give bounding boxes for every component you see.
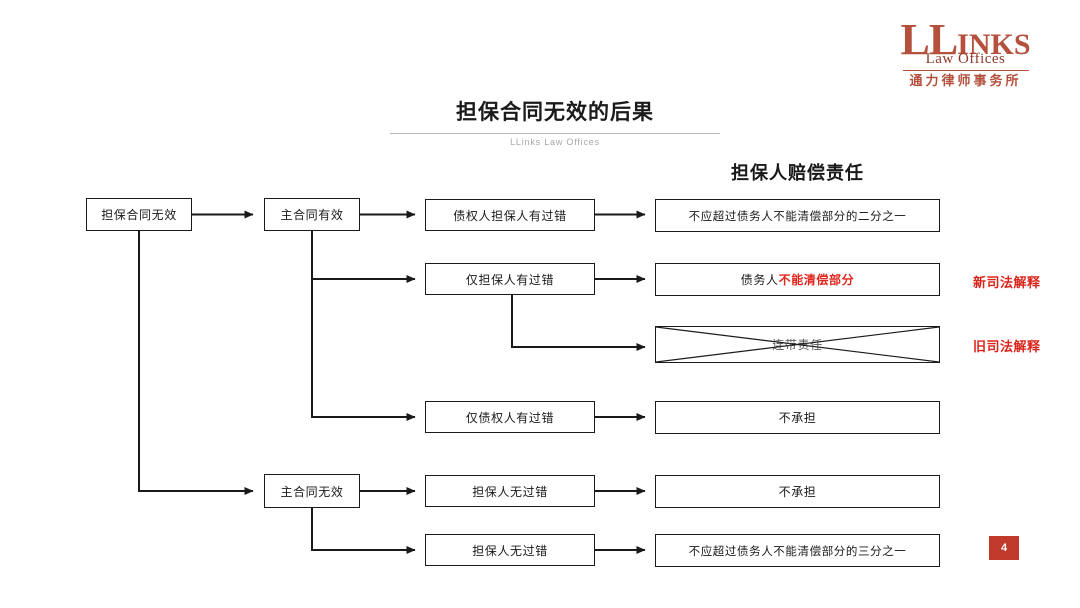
node-result-unpaid-portion[interactable]: 债务人不能清偿部分 — [655, 263, 940, 296]
page-number-badge: 4 — [989, 536, 1019, 560]
annotation-old-interpretation: 旧司法解释 — [973, 340, 1041, 355]
title-subtitle: LLinks Law Offices — [510, 137, 600, 148]
node-fault-creditor-only[interactable]: 仅债权人有过错 — [425, 401, 595, 433]
node-main-contract-valid[interactable]: 主合同有效 — [264, 198, 360, 231]
column-heading-liability: 担保人赔偿责任 — [731, 163, 864, 184]
llinks-logo: LLINKS Law Offices 通力律师事务所 — [893, 18, 1038, 89]
logo-inks: INKS — [957, 28, 1031, 61]
title-block: 担保合同无效的后果 LLinks Law Offices — [390, 100, 720, 147]
node-fault-guarantor-only[interactable]: 仅担保人有过错 — [425, 263, 595, 295]
node-result-no-liability-2[interactable]: 不承担 — [655, 475, 940, 508]
result-unpaid-prefix: 债务人 — [740, 273, 779, 287]
node-guarantor-no-fault-2[interactable]: 担保人无过错 — [425, 534, 595, 566]
node-guarantor-no-fault-1[interactable]: 担保人无过错 — [425, 475, 595, 507]
result-joint-liability-label: 连带责任 — [772, 338, 823, 352]
result-unpaid-highlight: 不能清偿部分 — [778, 273, 855, 287]
node-result-half-of-unpaid[interactable]: 不应超过债务人不能清偿部分的二分之一 — [655, 199, 940, 232]
node-root-invalid-guarantee-contract[interactable]: 担保合同无效 — [86, 198, 192, 231]
page-title: 担保合同无效的后果 — [456, 100, 654, 124]
node-main-contract-invalid[interactable]: 主合同无效 — [264, 474, 360, 508]
logo-ll: LL — [900, 15, 958, 64]
logo-chinese-name: 通力律师事务所 — [909, 74, 1022, 89]
node-result-third-of-unpaid[interactable]: 不应超过债务人不能清偿部分的三分之一 — [655, 534, 940, 567]
node-result-no-liability-1[interactable]: 不承担 — [655, 401, 940, 434]
title-divider — [390, 133, 720, 135]
node-result-joint-liability-struck[interactable]: 连带责任 — [655, 326, 940, 363]
logo-tagline: Law Offices — [925, 51, 1006, 67]
node-fault-both-parties[interactable]: 债权人担保人有过错 — [425, 199, 595, 231]
annotation-new-interpretation: 新司法解释 — [973, 276, 1041, 291]
logo-wordmark: LLINKS — [893, 18, 1038, 62]
logo-divider — [902, 70, 1029, 71]
